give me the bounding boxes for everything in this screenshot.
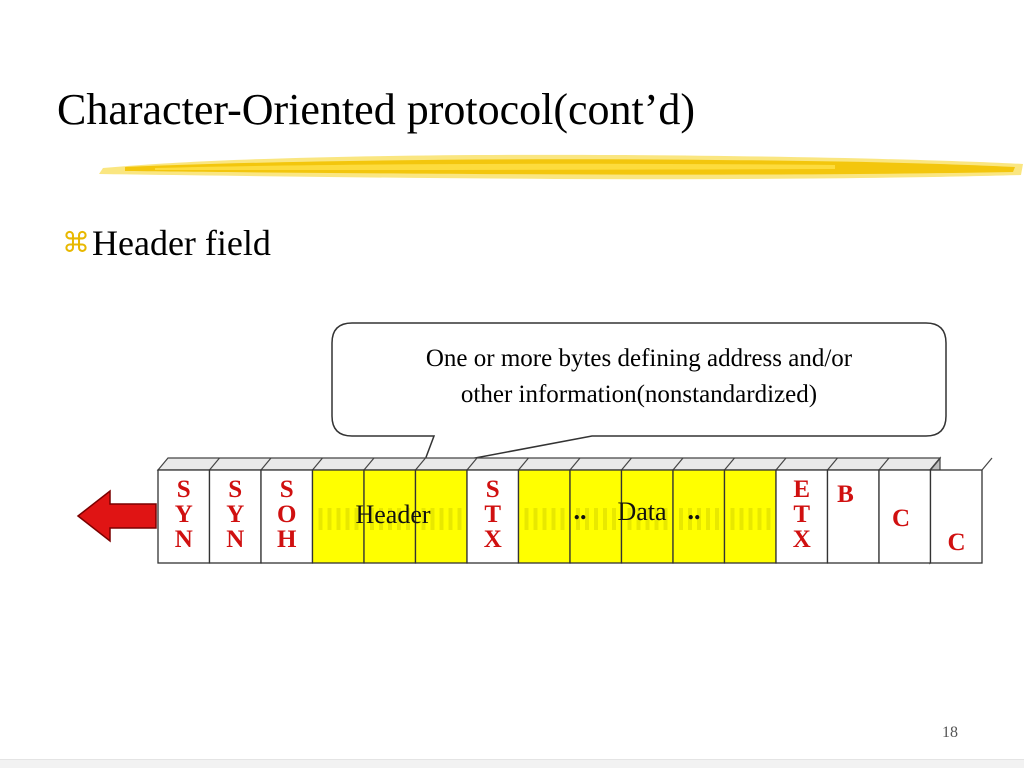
frame-cell-3: SOH <box>260 457 323 564</box>
frame-cell-15: C <box>878 457 941 564</box>
frame-cell-7-char-1: S <box>486 476 500 503</box>
frame-cell-3-char-2: O <box>277 501 296 528</box>
frame-cell-16-char-1: C <box>947 529 965 556</box>
slide-title: Character-Oriented protocol(cont’d) <box>57 85 696 134</box>
frame-top-face <box>156 457 942 471</box>
frame-cell-1-char-1: S <box>177 476 191 503</box>
left-arrow-icon <box>76 489 157 543</box>
data-label: Data <box>617 497 667 526</box>
command-bullet-icon: ⌘ <box>62 226 90 259</box>
frame-cell-10 <box>620 457 684 564</box>
header-label: Header <box>355 500 430 529</box>
frame-cell-7-char-2: T <box>484 501 501 528</box>
frame-cell-11 <box>672 457 735 564</box>
frame-cell-1-char-2: Y <box>175 501 193 528</box>
frame-cell-2-char-2: Y <box>226 501 244 528</box>
frame-cell-13: ETX <box>775 457 838 564</box>
callout-line-1: One or more bytes defining address and/o… <box>425 345 853 372</box>
frame-cell-13-char-3: X <box>793 526 811 553</box>
data-ellipsis-left: .. <box>574 496 587 525</box>
slide-number: 18 <box>942 724 958 741</box>
frame-cell-6 <box>414 457 478 564</box>
frame-cell-7: STX <box>466 457 529 564</box>
callout-bubble <box>331 322 947 469</box>
frame-cell-3-char-1: S <box>280 476 294 503</box>
callout-line-2: other information(nonstandardized) <box>460 381 818 408</box>
footer-rule <box>0 759 1024 768</box>
frame-cell-16: C <box>929 457 993 564</box>
frame-cell-3-char-3: H <box>277 526 297 553</box>
frame-cell-1-char-3: N <box>175 526 193 553</box>
frame-cell-7-char-3: X <box>484 526 502 553</box>
frame-cell-8 <box>517 457 581 564</box>
frame-cell-2: SYN <box>208 457 272 564</box>
callout-text: One or more bytes defining address and/o… <box>336 341 942 413</box>
bullet-text: Header field <box>92 223 271 263</box>
frame-cell-12 <box>723 457 787 564</box>
bullet-header-field: ⌘Header field <box>62 222 271 264</box>
frame-cell-1: SYN <box>157 457 220 564</box>
frame-cell-13-char-1: E <box>793 476 810 503</box>
data-ellipsis-right: .. <box>688 496 701 525</box>
frame-cell-15-char-1: C <box>892 505 910 532</box>
title-underline-stroke <box>99 154 1023 180</box>
frame-cell-2-char-1: S <box>228 476 242 503</box>
frame-cell-4 <box>311 457 375 564</box>
frame-cell-14: B <box>826 457 890 564</box>
frame-cell-13-char-2: T <box>793 501 810 528</box>
frame-cell-2-char-3: N <box>226 526 244 553</box>
frame-cell-14-char-1: B <box>837 481 854 508</box>
frame-cell-5 <box>363 457 426 564</box>
